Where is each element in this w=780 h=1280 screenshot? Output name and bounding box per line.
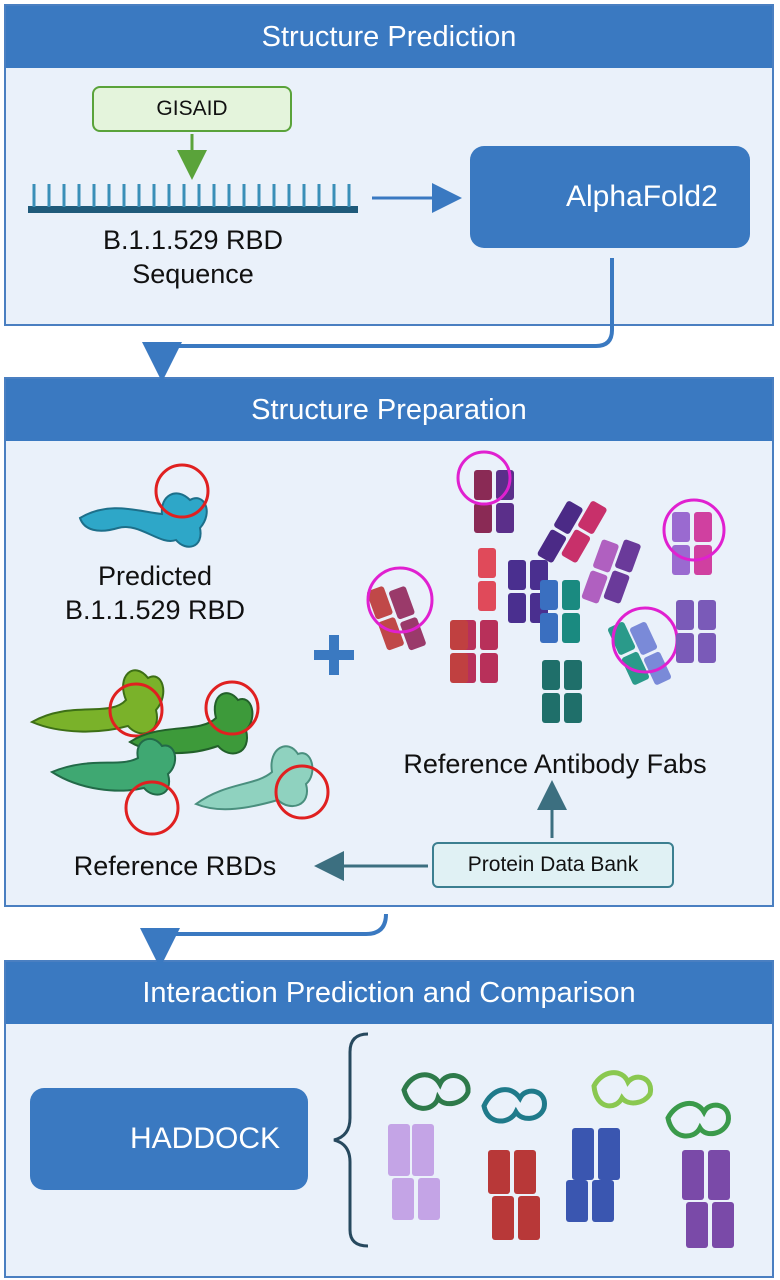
panel2-to-panel3-arrow [140,913,388,968]
haddock-label: HADDOCK [130,1122,281,1155]
protein-data-bank-box: Protein Data Bank [432,842,674,888]
predicted-rbd-icon [78,463,210,548]
docked-complex-4 [665,1101,734,1248]
sequence-label-line2: Sequence [132,258,254,289]
docked-complex-2 [481,1087,547,1240]
interaction-prediction-title: Interaction Prediction and Comparison [6,962,772,1024]
reference-rbds-label: Reference RBDs [73,851,277,881]
haddock-box: HADDOCK [30,1088,308,1190]
results-brace [333,1032,369,1248]
sequence-label-line1: B.1.1.529 RBD [102,225,284,255]
structure-preparation-title: Structure Preparation [6,379,772,441]
sequence-icon [28,184,358,213]
structure-prediction-title: Structure Prediction [6,6,772,68]
docked-complex-3 [566,1070,654,1222]
reference-fabs-label: Reference Antibody Fabs [403,749,707,779]
alphafold-box: AlphaFold2 [470,146,750,248]
antibody-fabs-icon [366,450,726,723]
predicted-rbd-label-line2: B.1.1.529 RBD [64,594,246,625]
alphafold-label: AlphaFold2 [566,180,718,213]
panel1-to-panel2-arrow [142,258,614,382]
predicted-rbd-label: Predicted B.1.1.529 RBD [40,560,270,628]
gisaid-box: GISAID [92,86,292,132]
docked-complex-1 [388,1072,471,1220]
reference-rbds-icon [29,669,330,836]
sequence-label: B.1.1.529 RBD Sequence [28,224,358,292]
predicted-rbd-label-line1: Predicted [97,561,213,591]
plus-icon [314,635,354,675]
